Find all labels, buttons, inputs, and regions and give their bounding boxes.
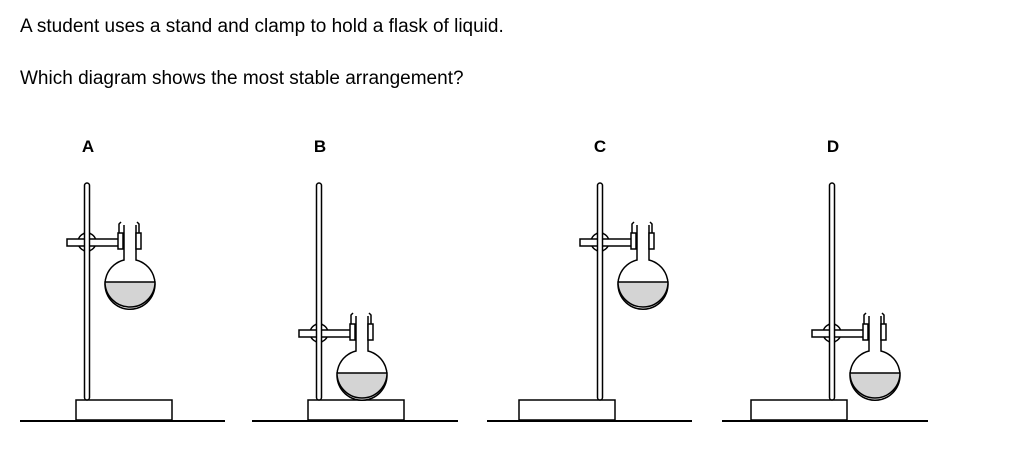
clamp-finger <box>350 312 354 324</box>
stand-base <box>750 399 848 421</box>
clamp-finger <box>136 221 140 233</box>
clamp-finger <box>631 221 635 233</box>
flask-liquid <box>849 372 901 399</box>
stand-diagram-b <box>252 182 458 422</box>
clamp-jaw-left <box>117 232 124 250</box>
flask-liquid <box>336 372 388 399</box>
stand-rod <box>596 182 604 401</box>
clamp-jaw-right <box>880 323 887 341</box>
option-label-d[interactable]: D <box>826 137 840 156</box>
rod-segment <box>597 232 603 252</box>
question-intro: A student uses a stand and clamp to hold… <box>20 16 504 37</box>
flask-liquid <box>617 281 669 308</box>
stand-diagram-a <box>20 182 225 422</box>
option-label-b[interactable]: B <box>313 137 327 156</box>
clamp-finger <box>368 312 372 324</box>
stand-diagram-c <box>487 182 692 422</box>
clamp-arm <box>298 329 352 338</box>
stand-rod <box>828 182 836 401</box>
option-label-c[interactable]: C <box>593 137 607 156</box>
rod-segment <box>84 232 90 252</box>
option-label-a[interactable]: A <box>81 137 95 156</box>
flask-liquid <box>104 281 156 308</box>
clamp-finger <box>118 221 122 233</box>
clamp-jaw-right <box>135 232 142 250</box>
clamp-jaw-right <box>367 323 374 341</box>
clamp-jaw-left <box>862 323 869 341</box>
stand-diagram-d <box>722 182 928 422</box>
clamp-finger <box>881 312 885 324</box>
clamp-jaw-left <box>349 323 356 341</box>
stand-base <box>307 399 405 421</box>
question-prompt: Which diagram shows the most stable arra… <box>20 68 464 89</box>
stand-base <box>518 399 616 421</box>
clamp-arm <box>579 238 633 247</box>
clamp-finger <box>649 221 653 233</box>
clamp-arm <box>811 329 865 338</box>
clamp-finger <box>863 312 867 324</box>
stand-rod <box>83 182 91 401</box>
clamp-arm <box>66 238 120 247</box>
clamp-jaw-right <box>648 232 655 250</box>
stand-rod <box>315 182 323 401</box>
rod-segment <box>316 323 322 343</box>
clamp-jaw-left <box>630 232 637 250</box>
stand-base <box>75 399 173 421</box>
rod-segment <box>829 323 835 343</box>
